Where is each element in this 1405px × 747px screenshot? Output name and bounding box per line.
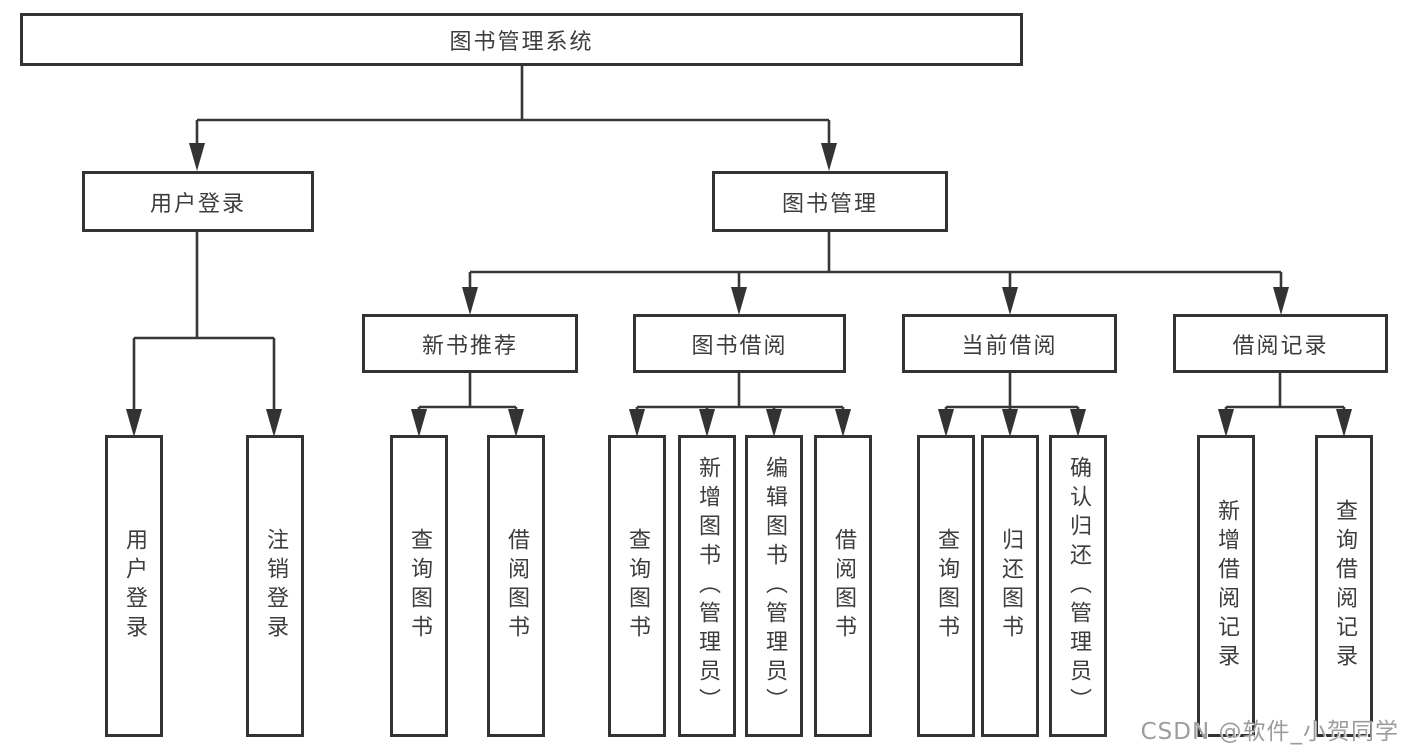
leaf-cb-confirm-return-label: 确认归还（管理员） bbox=[1066, 455, 1091, 717]
leaf-br-add-record-label: 新增借阅记录 bbox=[1214, 499, 1239, 673]
leaf-cb-query-books: 查询图书 bbox=[917, 435, 975, 737]
leaf-cb-confirm-return: 确认归还（管理员） bbox=[1049, 435, 1107, 737]
node-borrow-records: 借阅记录 bbox=[1173, 314, 1388, 373]
leaf-bb-add-books: 新增图书（管理员） bbox=[678, 435, 736, 737]
leaf-rec-borrow-books: 借阅图书 bbox=[487, 435, 545, 737]
leaf-logout: 注销登录 bbox=[246, 435, 304, 737]
leaf-cb-query-books-label: 查询图书 bbox=[934, 528, 959, 644]
node-root-system: 图书管理系统 bbox=[20, 13, 1023, 66]
leaf-bb-edit-books: 编辑图书（管理员） bbox=[745, 435, 803, 737]
leaf-br-add-record: 新增借阅记录 bbox=[1197, 435, 1255, 737]
leaf-bb-borrow-books: 借阅图书 bbox=[814, 435, 872, 737]
node-root-system-label: 图书管理系统 bbox=[449, 29, 594, 55]
leaf-user-login-label: 用户登录 bbox=[122, 528, 147, 644]
node-new-book-recommend-label: 新书推荐 bbox=[421, 333, 518, 359]
leaf-rec-borrow-books-label: 借阅图书 bbox=[504, 528, 529, 644]
node-book-management: 图书管理 bbox=[712, 171, 948, 232]
leaf-logout-label: 注销登录 bbox=[263, 528, 288, 644]
node-borrow-records-label: 借阅记录 bbox=[1232, 333, 1329, 359]
node-user-login-label: 用户登录 bbox=[149, 191, 246, 217]
leaf-rec-query-books: 查询图书 bbox=[390, 435, 448, 737]
node-book-borrow: 图书借阅 bbox=[633, 314, 846, 373]
leaf-bb-add-books-label: 新增图书（管理员） bbox=[695, 455, 720, 717]
node-user-login: 用户登录 bbox=[82, 171, 314, 232]
leaf-bb-borrow-books-label: 借阅图书 bbox=[831, 528, 856, 644]
node-book-borrow-label: 图书借阅 bbox=[691, 333, 788, 359]
leaf-bb-edit-books-label: 编辑图书（管理员） bbox=[762, 455, 787, 717]
leaf-cb-return-books: 归还图书 bbox=[981, 435, 1039, 737]
node-book-management-label: 图书管理 bbox=[781, 191, 878, 217]
leaf-bb-query-books-label: 查询图书 bbox=[625, 528, 650, 644]
watermark-text: CSDN @软件_小贺同学 bbox=[1140, 719, 1399, 745]
node-new-book-recommend: 新书推荐 bbox=[362, 314, 578, 373]
leaf-br-query-record-label: 查询借阅记录 bbox=[1332, 499, 1357, 673]
leaf-br-query-record: 查询借阅记录 bbox=[1315, 435, 1373, 737]
leaf-cb-return-books-label: 归还图书 bbox=[998, 528, 1023, 644]
leaf-rec-query-books-label: 查询图书 bbox=[407, 528, 432, 644]
node-current-borrow: 当前借阅 bbox=[902, 314, 1117, 373]
leaf-bb-query-books: 查询图书 bbox=[608, 435, 666, 737]
node-current-borrow-label: 当前借阅 bbox=[961, 333, 1058, 359]
leaf-user-login: 用户登录 bbox=[105, 435, 163, 737]
